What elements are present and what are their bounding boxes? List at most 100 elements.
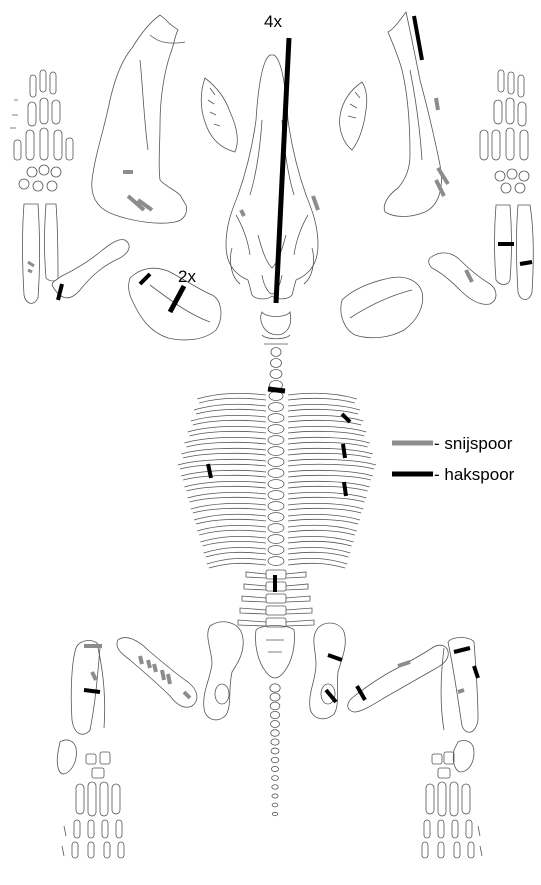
cervical-vertebrae xyxy=(261,312,291,344)
caudal-vertebra xyxy=(271,748,279,754)
humerus-left-chop xyxy=(58,284,62,300)
rib-edge xyxy=(288,530,355,535)
vertebra xyxy=(268,546,284,555)
vertebra xyxy=(268,425,284,434)
radius-left-cut-2 xyxy=(28,270,32,272)
femur-left-cut-3 xyxy=(154,664,156,672)
caudal-vertebra xyxy=(271,757,279,763)
rib-edge xyxy=(209,563,266,568)
rib-edge xyxy=(288,563,345,568)
humerus-right-cut xyxy=(466,270,472,282)
caudal-vertebra xyxy=(272,776,279,781)
femur-left xyxy=(117,638,197,708)
rib xyxy=(288,547,350,553)
skull-count-label: 4x xyxy=(264,12,282,31)
rib-edge xyxy=(288,475,371,480)
radius-ulna-left xyxy=(23,204,59,303)
caudal-vertebra xyxy=(272,803,278,807)
femur-right-cut xyxy=(398,662,410,666)
mandible-right-cut-3 xyxy=(436,180,444,196)
vertebra xyxy=(268,524,284,533)
rib-edge xyxy=(193,508,266,513)
rib-edge xyxy=(206,552,266,557)
maxilla-left xyxy=(201,78,237,152)
rib-edge xyxy=(288,442,368,447)
humerus-right xyxy=(429,253,496,304)
rib-edge xyxy=(196,519,266,524)
vertebra xyxy=(268,491,284,500)
vertebra xyxy=(268,557,284,566)
vertebra xyxy=(268,436,284,445)
legend-item-cut: - snijspoor xyxy=(392,434,513,453)
caudal-vertebra xyxy=(272,812,277,815)
transverse-process xyxy=(240,608,266,614)
transverse-process xyxy=(286,584,308,590)
femur-left-cut-1 xyxy=(140,656,142,664)
lumbar-vertebra xyxy=(266,606,286,615)
legend-label-chop: - hakspoor xyxy=(434,465,515,484)
vertebra xyxy=(268,502,284,511)
radius-left-cut-1 xyxy=(28,262,34,266)
rib-edge xyxy=(288,431,364,436)
lumbar-vertebra xyxy=(266,594,286,603)
transverse-process xyxy=(286,596,310,602)
mandible-right-chop xyxy=(414,16,422,60)
rib-edge xyxy=(288,541,352,546)
maxilla-right xyxy=(340,82,367,150)
caudal-vertebra xyxy=(270,711,279,718)
thoracic-vertebrae xyxy=(268,348,284,566)
vertebra xyxy=(268,535,284,544)
radius-right-chop-2 xyxy=(520,262,532,264)
vertebra xyxy=(268,414,284,423)
transverse-process xyxy=(286,572,306,578)
rib-edge xyxy=(288,508,361,513)
radius-ulna-right xyxy=(495,205,534,300)
thoracic-chop xyxy=(268,389,285,391)
caudal-vertebra xyxy=(271,766,278,771)
tibia-left xyxy=(71,641,105,735)
mandible-right xyxy=(384,12,441,217)
scapula-left-chop-1 xyxy=(140,274,150,284)
transverse-process xyxy=(238,620,266,626)
skull-cut-mark-left xyxy=(241,210,244,216)
ribs-right xyxy=(288,393,376,568)
tibia-left-chop xyxy=(84,690,100,692)
tibia-right-chop-1 xyxy=(454,648,470,652)
vertebra xyxy=(270,370,282,379)
transverse-process xyxy=(246,572,266,578)
hindfoot-right xyxy=(422,740,482,858)
rib-edge xyxy=(288,398,355,403)
vertebra xyxy=(269,403,284,412)
rib-edge xyxy=(186,486,266,491)
vertebra xyxy=(268,447,284,456)
forefoot-left xyxy=(10,70,73,191)
rib-edge xyxy=(193,420,266,425)
vertebra xyxy=(268,458,284,467)
rib-edge xyxy=(199,398,266,403)
rib-edge xyxy=(196,409,266,414)
caudal-vertebra xyxy=(270,702,280,710)
transverse-process xyxy=(286,608,312,614)
legend-item-chop: - hakspoor xyxy=(392,465,515,484)
transverse-process xyxy=(286,620,314,626)
transverse-process xyxy=(244,584,266,590)
mandible-right-cut-2 xyxy=(438,168,448,184)
legend: - snijspoor - hakspoor xyxy=(392,434,515,484)
rib-edge xyxy=(288,409,358,414)
rib-edge xyxy=(183,475,266,480)
caudal-vertebrae xyxy=(270,684,280,816)
rib-edge xyxy=(190,431,266,436)
femur-left-cut-4 xyxy=(162,670,164,680)
ribs-left xyxy=(178,393,266,568)
forefoot-right xyxy=(480,70,529,193)
rib-edge xyxy=(288,497,364,502)
tibia-right-chop-2 xyxy=(474,666,478,678)
rib-edge xyxy=(180,464,266,469)
caudal-vertebra xyxy=(271,739,279,745)
rib-edge xyxy=(183,453,266,458)
caudal-vertebra xyxy=(270,684,280,692)
skull-cut-mark-right xyxy=(313,196,318,210)
vertebra xyxy=(268,469,284,478)
vertebra xyxy=(268,480,284,489)
tibia-right-cut xyxy=(458,690,464,692)
